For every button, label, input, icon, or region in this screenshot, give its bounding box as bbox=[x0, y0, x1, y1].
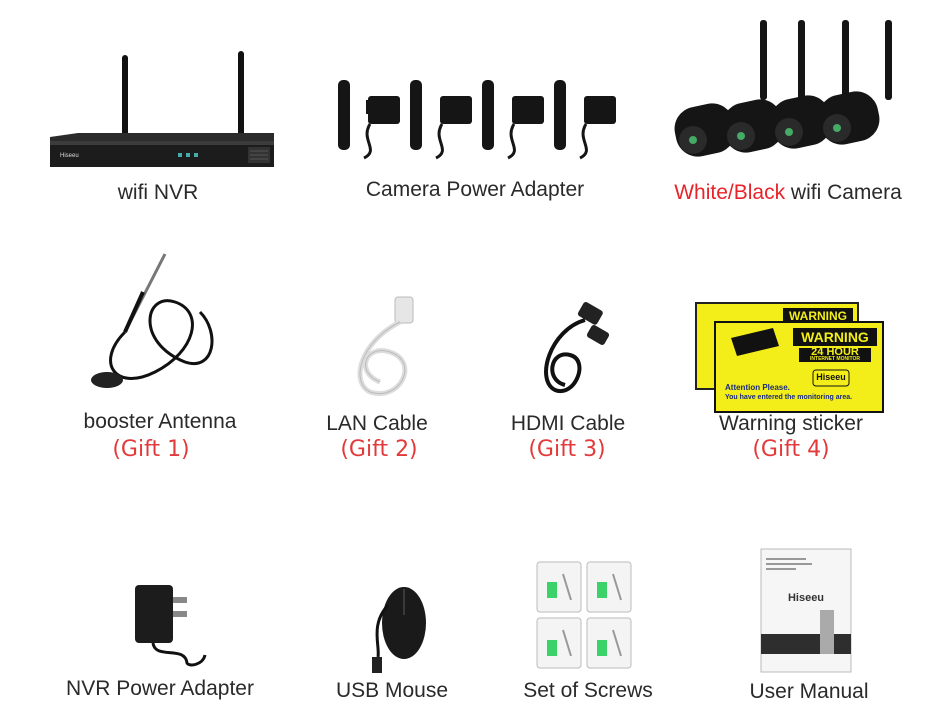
cameras-image bbox=[665, 15, 910, 175]
nvr-adapter-image bbox=[125, 575, 215, 670]
sticker-brand: Hiseeu bbox=[816, 372, 846, 382]
usb-mouse-label: USB Mouse bbox=[335, 679, 449, 702]
lan-label: LAN Cable bbox=[326, 412, 428, 435]
antenna-label: booster Antenna bbox=[83, 410, 237, 433]
user-manual-image: Hiseeu bbox=[760, 548, 852, 673]
user-manual-label: User Manual bbox=[749, 680, 869, 703]
warning-sticker-image: WARNING WARNING 24 HOUR INTERNET MONITOR… bbox=[695, 302, 885, 414]
hdmi-label: HDMI Cable bbox=[510, 412, 626, 435]
hdmi-gift: (Gift 3) bbox=[528, 437, 606, 462]
camera-adapters-image bbox=[330, 70, 620, 170]
antenna-gift: (Gift 1) bbox=[112, 437, 190, 462]
screws-label: Set of Screws bbox=[523, 679, 653, 702]
sticker-entered: You have entered the monitoring area. bbox=[725, 394, 853, 401]
camera-adapter-label: Camera Power Adapter bbox=[365, 178, 585, 201]
sticker-monitor: INTERNET MONITOR bbox=[810, 356, 860, 362]
svg-text:Hiseeu: Hiseeu bbox=[60, 153, 79, 159]
usb-mouse-image bbox=[360, 575, 430, 675]
lan-cable-image bbox=[340, 292, 435, 402]
sticker-hour: 24 HOUR bbox=[811, 346, 859, 358]
sticker-label: Warning sticker bbox=[719, 412, 863, 435]
camera-label-rest: wifi Camera bbox=[785, 181, 902, 204]
nvr-image: Hiseeu bbox=[48, 45, 278, 175]
camera-label: White/Black wifi Camera bbox=[652, 181, 924, 205]
sticker-gift: (Gift 4) bbox=[752, 437, 830, 462]
nvr-adapter-label: NVR Power Adapter bbox=[66, 677, 254, 700]
hdmi-cable-image bbox=[530, 300, 615, 400]
lan-gift: (Gift 2) bbox=[340, 437, 418, 462]
sticker-warning-front: WARNING bbox=[801, 329, 869, 345]
screws-image bbox=[535, 560, 635, 670]
nvr-label: wifi NVR bbox=[117, 181, 199, 204]
sticker-attention: Attention Please. bbox=[725, 383, 790, 392]
sticker-warning-back: WARNING bbox=[789, 309, 847, 323]
manual-brand: Hiseeu bbox=[787, 592, 825, 604]
antenna-image bbox=[85, 252, 225, 397]
camera-label-highlight: White/Black bbox=[674, 181, 786, 204]
